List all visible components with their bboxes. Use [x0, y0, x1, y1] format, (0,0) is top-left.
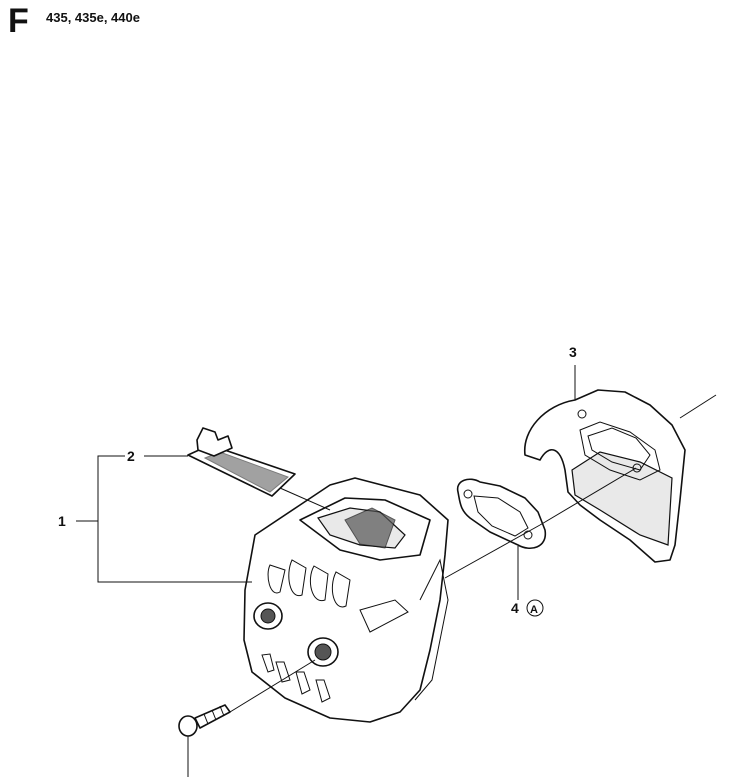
svg-text:3: 3	[569, 344, 577, 360]
callout-3: 3	[569, 344, 577, 400]
svg-text:4: 4	[511, 600, 519, 616]
assembly-lines	[229, 394, 717, 713]
callout-4: 4 A	[511, 546, 544, 617]
spark-screen-part-2[interactable]	[187, 427, 296, 497]
svg-text:1: 1	[58, 513, 66, 529]
muffler-part-1[interactable]	[243, 477, 449, 723]
muffler-bolt[interactable]	[178, 704, 231, 737]
callout-2: 2	[127, 448, 188, 464]
model-list: 435, 435e, 440e	[46, 10, 140, 25]
heat-shield-part-3[interactable]	[524, 389, 686, 563]
svg-text:A: A	[530, 604, 538, 616]
callout-1: 1	[58, 455, 252, 583]
section-letter: F	[8, 2, 29, 40]
gasket-part-4[interactable]	[456, 478, 546, 549]
svg-text:2: 2	[127, 448, 135, 464]
